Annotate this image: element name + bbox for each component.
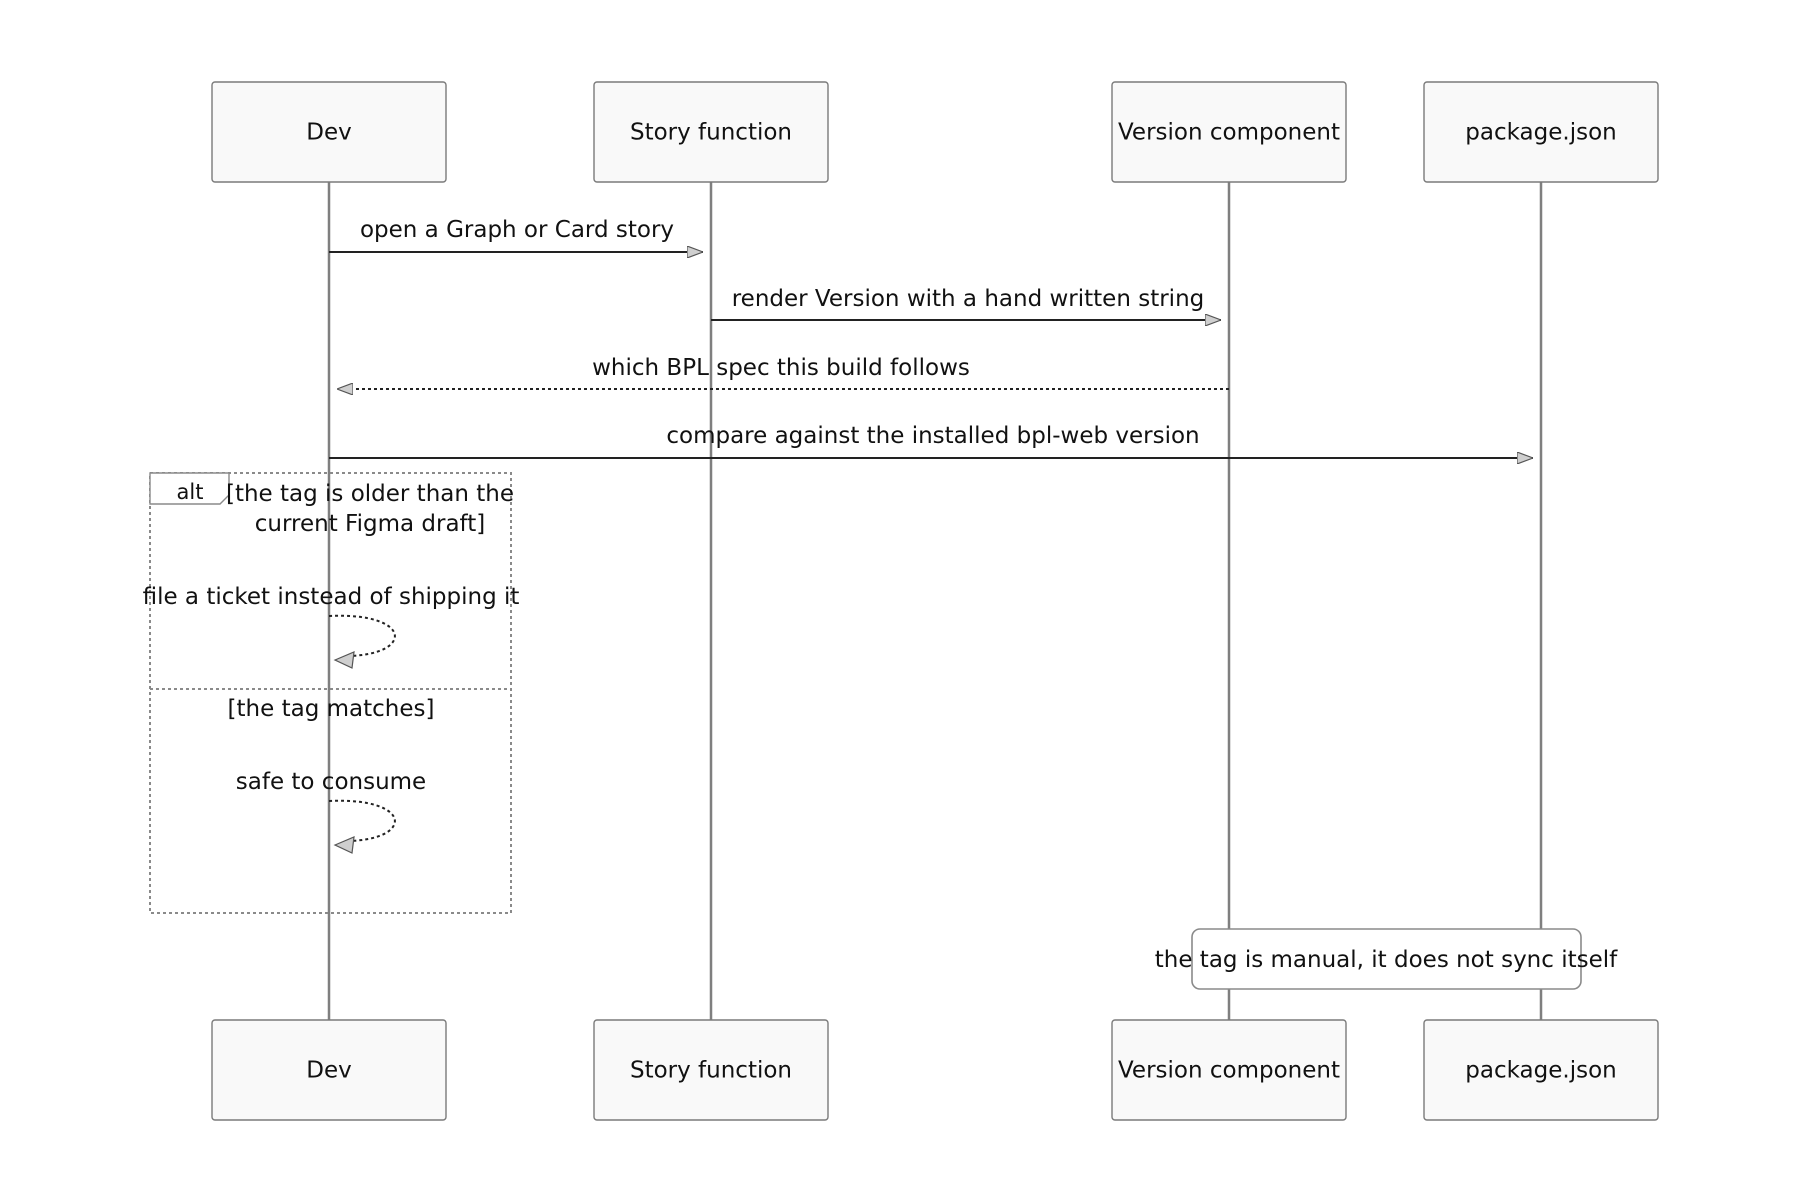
actor-label: Story function <box>630 120 792 146</box>
self-message-arrowhead <box>333 836 355 854</box>
self-message-arrowhead <box>333 651 355 669</box>
alt-frame-border <box>149 472 512 914</box>
message-compare-version: compare against the installed bpl-web ve… <box>329 423 1533 458</box>
message-label: safe to consume <box>236 769 426 795</box>
alt-frame: alt [the tag is older than the current F… <box>143 472 520 914</box>
actor-version-component-top: Version component <box>1111 81 1347 183</box>
actor-label: package.json <box>1465 120 1616 146</box>
actor-label: Dev <box>306 1058 351 1084</box>
actor-label: Version component <box>1118 120 1340 146</box>
alt-condition-2: [the tag matches] <box>228 696 435 722</box>
actor-story-function-bottom: Story function <box>593 1019 829 1121</box>
actor-label: Story function <box>630 1058 792 1084</box>
alt-frame-tab <box>149 472 230 505</box>
actor-version-component-bottom: Version component <box>1111 1019 1347 1121</box>
alt-keyword: alt <box>177 480 204 504</box>
actor-label: Dev <box>306 120 351 146</box>
self-message-safe-to-consume: safe to consume <box>236 769 426 854</box>
actor-story-function-top: Story function <box>593 81 829 183</box>
message-label: render Version with a hand written strin… <box>732 286 1205 312</box>
message-label: open a Graph or Card story <box>360 217 674 243</box>
actor-label: package.json <box>1465 1058 1616 1084</box>
message-bpl-spec: which BPL spec this build follows <box>337 355 1229 389</box>
actor-label: Version component <box>1118 1058 1340 1084</box>
note: the tag is manual, it does not sync itse… <box>1155 928 1618 990</box>
message-label: which BPL spec this build follows <box>592 355 970 381</box>
message-label: file a ticket instead of shipping it <box>143 584 520 610</box>
self-message-loop <box>328 614 396 657</box>
alt-condition-1-line-1: [the tag is older than the <box>226 481 514 507</box>
alt-condition-1-line-2: current Figma draft] <box>255 511 485 537</box>
self-message-loop <box>328 799 396 842</box>
actor-package-json-bottom: package.json <box>1423 1019 1659 1121</box>
self-message-file-ticket: file a ticket instead of shipping it <box>143 584 520 669</box>
actor-package-json-top: package.json <box>1423 81 1659 183</box>
message-open-story: open a Graph or Card story <box>329 217 703 252</box>
actor-dev-top: Dev <box>211 81 447 183</box>
note-text: the tag is manual, it does not sync itse… <box>1155 947 1618 973</box>
actor-dev-bottom: Dev <box>211 1019 447 1121</box>
message-label: compare against the installed bpl-web ve… <box>666 423 1199 449</box>
message-render-version: render Version with a hand written strin… <box>711 286 1221 320</box>
